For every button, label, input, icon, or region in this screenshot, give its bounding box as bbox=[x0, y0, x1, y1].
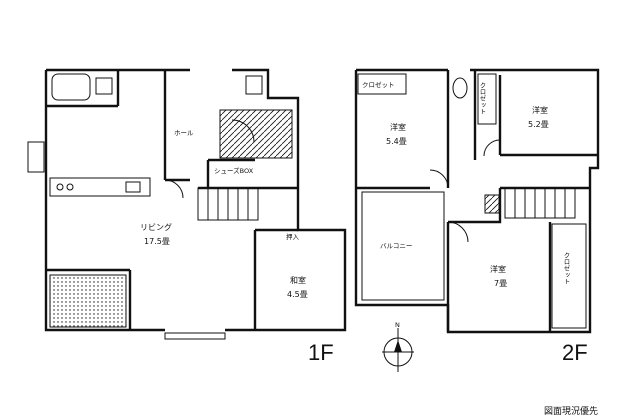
room-west-name: 洋室 bbox=[390, 122, 406, 132]
room-east-size: 5.2畳 bbox=[528, 120, 549, 129]
shoe-closet-label: シューズBOX bbox=[214, 166, 254, 175]
door-swing bbox=[164, 179, 184, 199]
balcony-label: バルコニー bbox=[380, 242, 412, 250]
floor-2-inner-wall bbox=[356, 70, 598, 332]
closet-b-label: クロゼット bbox=[478, 82, 486, 115]
balcony-outline bbox=[361, 191, 445, 301]
entrance-tile-pattern bbox=[219, 109, 293, 159]
door-swing bbox=[231, 119, 255, 143]
door-swing bbox=[429, 169, 449, 189]
closet-a-outline bbox=[357, 73, 407, 95]
floor-1-plan: リビング 17.5畳 ホール シューズBOX 押入 和室 4.5畳 1F bbox=[27, 68, 347, 365]
room-japanese-name: 和室 bbox=[290, 275, 306, 285]
door-swing bbox=[447, 221, 469, 243]
washbasin-icon bbox=[95, 77, 113, 95]
room-south-name: 洋室 bbox=[490, 264, 506, 274]
staircase-1f bbox=[197, 187, 259, 221]
room-living-name: リビング bbox=[140, 222, 172, 232]
staircase-2f bbox=[504, 187, 576, 219]
closet-b-outline bbox=[477, 73, 497, 125]
stove-burner-icon bbox=[56, 183, 64, 191]
closet-label: 押入 bbox=[286, 232, 300, 241]
compass-icon: N bbox=[382, 321, 414, 372]
entrance-step bbox=[27, 141, 45, 173]
bathtub-icon bbox=[51, 73, 91, 101]
closet-a-label: クロゼット bbox=[362, 80, 395, 89]
stove-burner-icon bbox=[66, 183, 74, 191]
room-east-name: 洋室 bbox=[532, 105, 548, 115]
closet-c-label: クロゼット bbox=[562, 252, 570, 285]
footer-note: 図面現況優先 bbox=[544, 405, 598, 417]
floor-2-plan: 洋室 5.4畳 洋室 5.2畳 洋室 7畳 バルコニー クロゼット クロゼット … bbox=[354, 68, 600, 365]
kitchen-counter-icon bbox=[49, 177, 151, 197]
landing-hatch bbox=[484, 194, 500, 214]
room-south-size: 7畳 bbox=[494, 279, 507, 288]
floor-1-label: 1F bbox=[308, 340, 334, 365]
deck-hatch bbox=[49, 274, 127, 328]
toilet-icon bbox=[452, 77, 468, 99]
sink-icon bbox=[125, 181, 141, 193]
room-living-size: 17.5畳 bbox=[144, 237, 170, 246]
room-west-size: 5.4畳 bbox=[386, 137, 407, 146]
floor-2-outer-wall bbox=[354, 68, 600, 334]
room-japanese-size: 4.5畳 bbox=[287, 290, 308, 299]
toilet-icon bbox=[245, 75, 263, 95]
closet-c-outline bbox=[551, 223, 587, 329]
door-swing bbox=[483, 139, 501, 157]
compass-north-label: N bbox=[395, 321, 400, 329]
window-mark bbox=[164, 332, 226, 340]
floor-2-label: 2F bbox=[562, 340, 588, 365]
room-hall-label: ホール bbox=[174, 129, 194, 137]
